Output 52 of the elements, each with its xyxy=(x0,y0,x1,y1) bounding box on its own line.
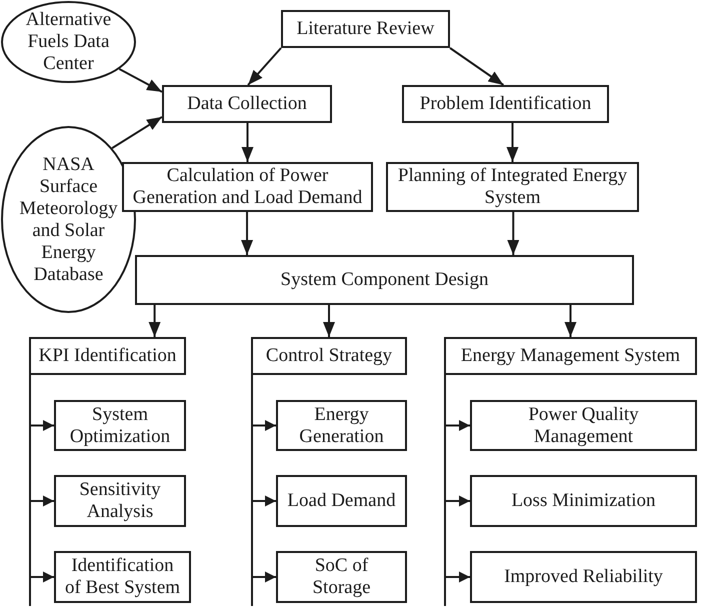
source-label: NASA Surface Meteorology and Solar Energy Database xyxy=(18,154,119,286)
source-label: Alternative Fuels Data Center xyxy=(24,9,112,75)
process-box xyxy=(276,551,407,603)
step-label: Energy Management System xyxy=(460,345,680,367)
step-label: Identification of Best System xyxy=(64,555,182,599)
process-box xyxy=(29,337,186,375)
step-label: KPI Identification xyxy=(38,345,176,367)
arrow xyxy=(148,305,161,337)
process-box xyxy=(386,162,639,212)
step-label: Planning of Integrated Energy System xyxy=(396,165,628,209)
step-label: Calculation of Power Generation and Load Demand xyxy=(132,165,364,209)
arrow xyxy=(507,212,520,255)
process-box xyxy=(470,551,697,603)
step-label: Sensitivity Analysis xyxy=(78,479,162,523)
arrow xyxy=(242,123,254,162)
process-box xyxy=(444,337,697,375)
process-box xyxy=(162,85,332,123)
process-box xyxy=(54,400,186,451)
arrow xyxy=(29,374,55,607)
arrow xyxy=(241,212,254,255)
arrow xyxy=(118,68,162,93)
step-label: Energy Generation xyxy=(298,404,385,448)
step-label: Power Quality Management xyxy=(527,404,640,448)
step-label: Control Strategy xyxy=(266,345,392,367)
arrow xyxy=(564,305,576,337)
process-box xyxy=(54,475,186,527)
arrow xyxy=(247,47,282,86)
step-label: System Optimization xyxy=(68,404,172,448)
process-box xyxy=(281,10,450,48)
arrow xyxy=(444,374,471,607)
process-box xyxy=(402,85,609,123)
process-box xyxy=(470,400,697,451)
step-label: Loss Minimization xyxy=(511,490,656,512)
arrow xyxy=(506,123,518,162)
process-box xyxy=(251,337,407,375)
arrow xyxy=(112,116,163,149)
process-box xyxy=(276,475,407,527)
arrow xyxy=(251,374,277,607)
step-label: Improved Reliability xyxy=(504,566,663,588)
step-label: Load Demand xyxy=(287,490,396,512)
step-label: SoC of Storage xyxy=(311,555,372,599)
process-box xyxy=(122,162,373,212)
step-label: Data Collection xyxy=(187,93,307,115)
arrow xyxy=(323,305,335,337)
step-label: Literature Review xyxy=(296,18,434,40)
process-box xyxy=(135,255,634,305)
arrow xyxy=(449,47,504,86)
process-box xyxy=(470,475,697,527)
step-label: System Component Design xyxy=(280,269,488,291)
process-box xyxy=(276,400,407,451)
process-box xyxy=(54,551,191,603)
step-label: Problem Identification xyxy=(420,93,592,115)
